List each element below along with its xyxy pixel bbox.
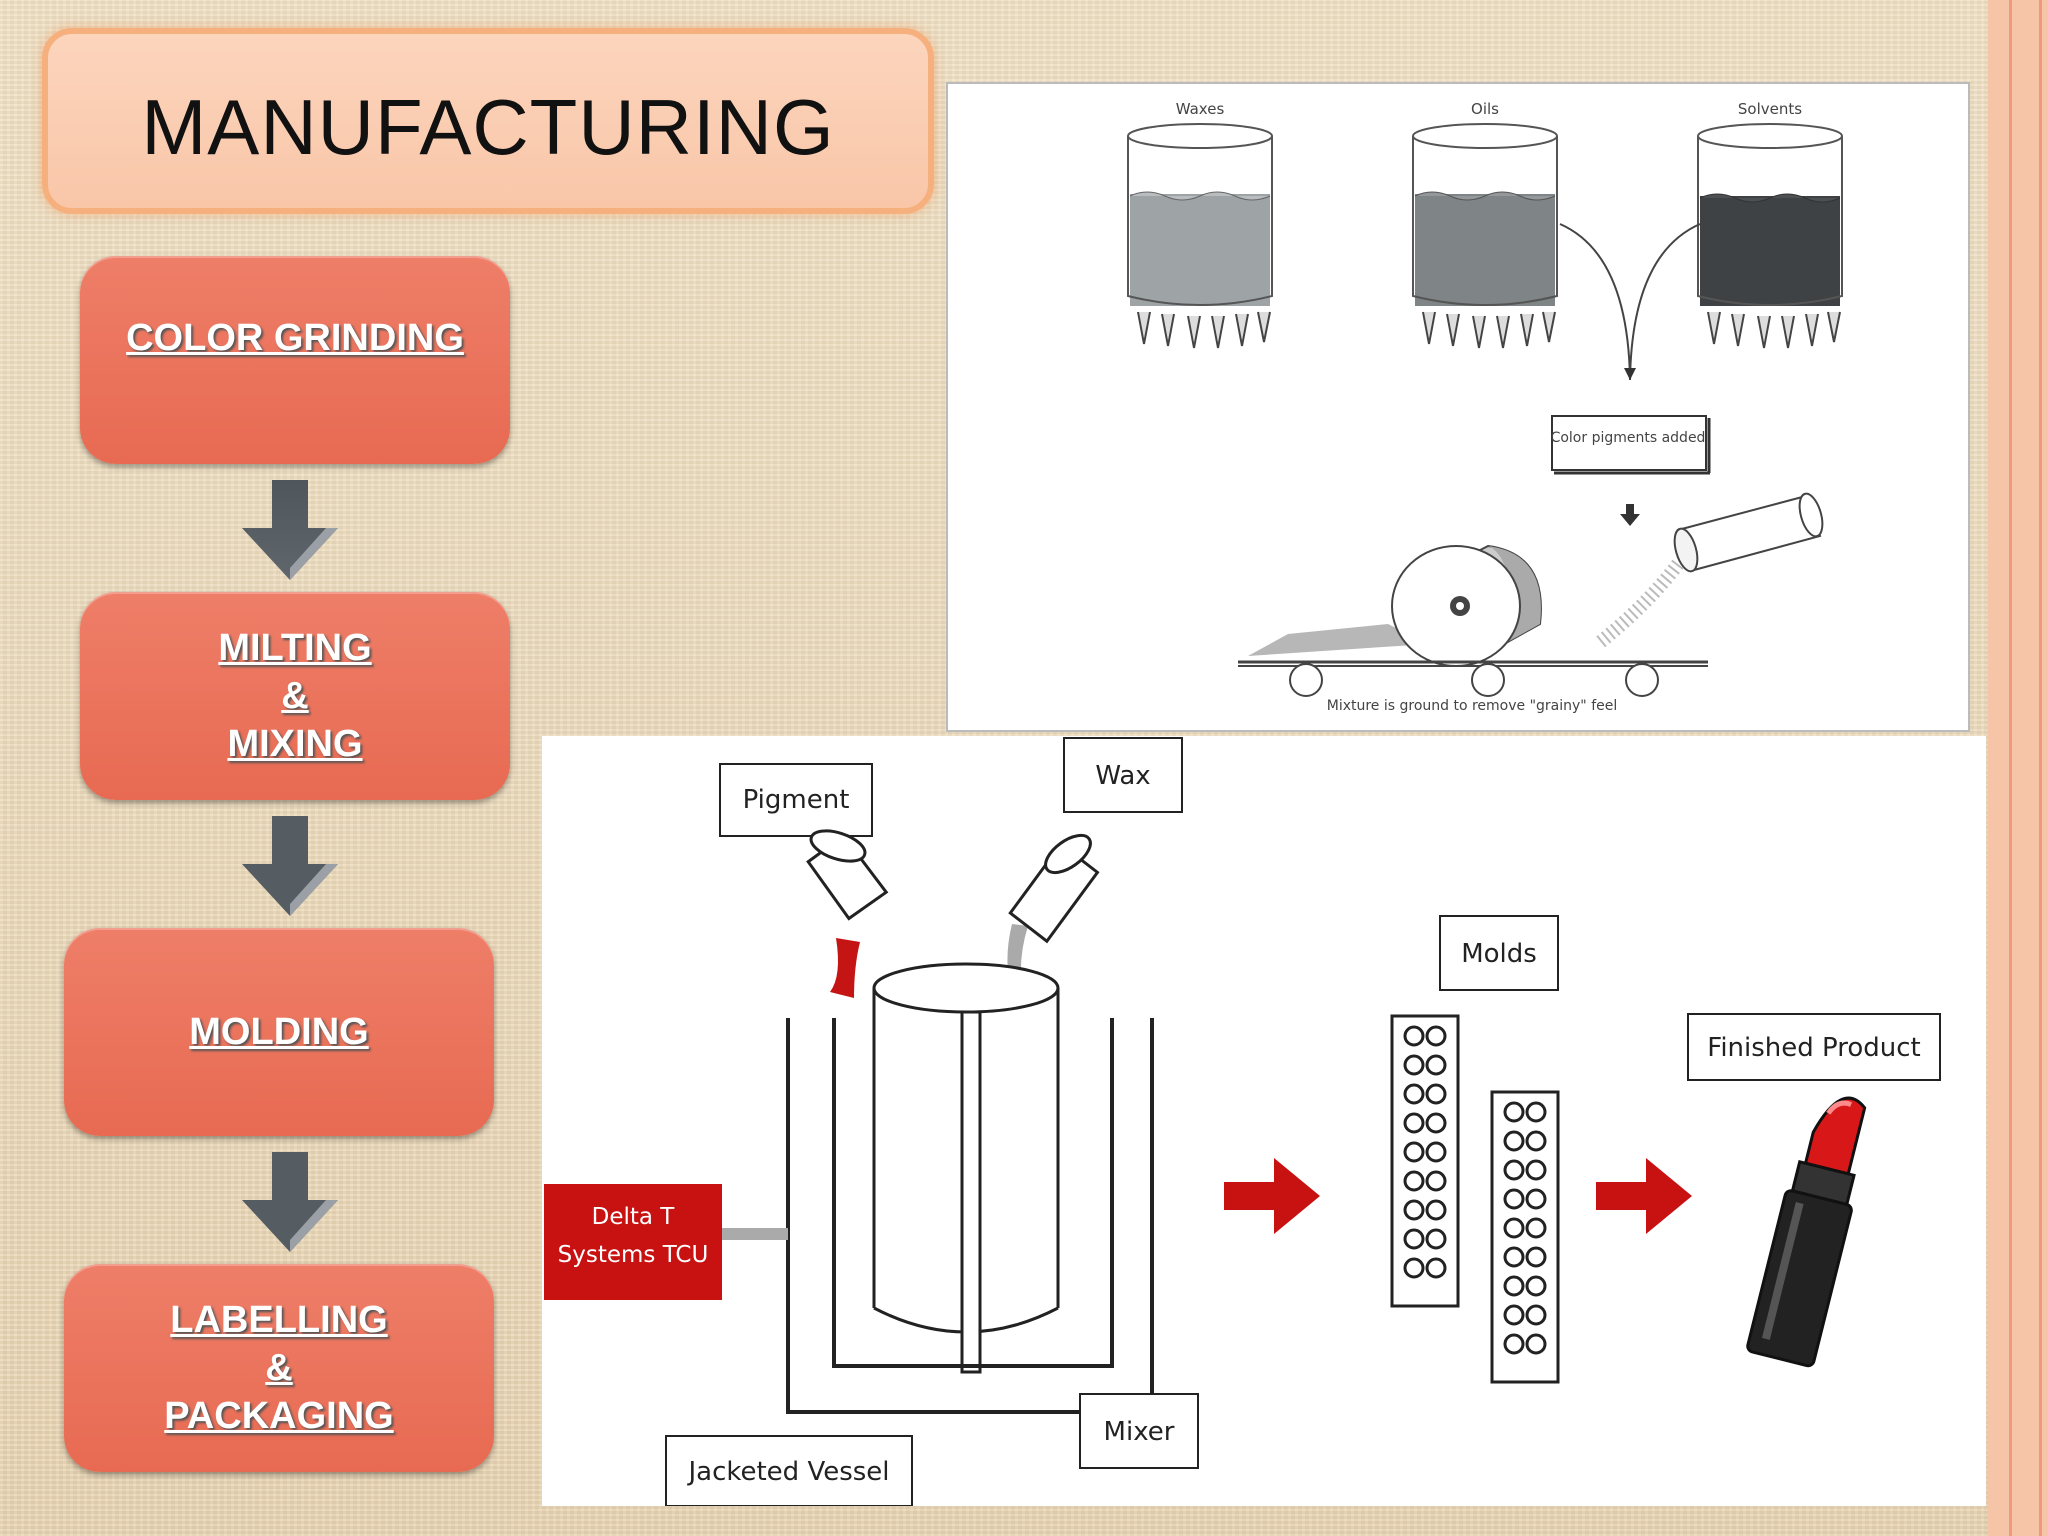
mold-tray	[1490, 1090, 1560, 1384]
step-labelling-packaging: LABELLING & PACKAGING	[64, 1264, 494, 1472]
step-color-grinding: COLOR GRINDING	[80, 256, 510, 464]
mold-cavity	[1403, 1025, 1425, 1047]
wax-label-box: Wax	[1063, 737, 1183, 813]
mold-cavity	[1425, 1141, 1447, 1163]
container-label-oils: Oils	[1471, 100, 1499, 118]
mold-cavity	[1525, 1304, 1547, 1326]
down-arrow-icon	[242, 480, 338, 580]
wax-cup	[1007, 833, 1100, 988]
right-edge-band	[1988, 0, 2048, 1536]
mold-cavity	[1525, 1159, 1547, 1181]
finished-product-label: Finished Product	[1707, 1033, 1921, 1063]
down-arrow-icon	[242, 1152, 338, 1252]
process-diagram-svg: Pigment Wax	[544, 737, 1941, 1507]
mold-cavity	[1503, 1188, 1525, 1210]
jacketed-vessel-drawing	[786, 962, 1162, 1414]
mold-cavity	[1503, 1101, 1525, 1123]
conveyor	[1238, 660, 1708, 697]
pigment-note-box: Color pigments added	[1551, 415, 1711, 475]
beaker-waxes	[1127, 123, 1273, 349]
grinding-diagram: Waxes Oils Solvents	[946, 82, 1970, 732]
mold-cavity	[1503, 1246, 1525, 1268]
molds-label: Molds	[1461, 939, 1537, 969]
powder-stream	[1593, 559, 1684, 650]
beaker-oils	[1412, 123, 1558, 349]
down-arrow-icon	[242, 816, 338, 916]
mold-cavity	[1503, 1217, 1525, 1239]
mixer-label: Mixer	[1104, 1417, 1175, 1447]
grinding-roller	[1248, 544, 1542, 667]
step-label: MILTING & MIXING	[218, 627, 372, 765]
grinding-diagram-svg: Waxes Oils Solvents	[1127, 100, 1843, 714]
molds-label-box: Molds	[1439, 915, 1559, 991]
mold-cavity	[1403, 1083, 1425, 1105]
tcu-box: Delta T Systems TCU	[544, 1184, 788, 1300]
mold-cavity	[1425, 1199, 1447, 1221]
pigment-label: Pigment	[743, 785, 850, 815]
mold-cavity	[1525, 1188, 1547, 1210]
pigment-note-text: Color pigments added	[1551, 430, 1706, 446]
mold-cavity	[1503, 1304, 1525, 1326]
mold-cavity	[1425, 1083, 1447, 1105]
process-diagram: Pigment Wax	[542, 736, 1986, 1507]
mold-cavity	[1503, 1130, 1525, 1152]
mold-cavity	[1525, 1275, 1547, 1297]
pigment-cup	[806, 829, 889, 998]
mold-cavity	[1425, 1025, 1447, 1047]
jacketed-vessel-label-box: Jacketed Vessel	[665, 1435, 913, 1507]
title-box: MANUFACTURING	[42, 28, 934, 214]
step-label: LABELLING & PACKAGING	[164, 1299, 394, 1437]
step-melting-mixing: MILTING & MIXING	[80, 592, 510, 800]
beaker-solvents	[1697, 123, 1843, 349]
red-arrow-icon	[1596, 1158, 1692, 1234]
mold-cavity	[1525, 1217, 1547, 1239]
small-down-arrow-icon	[1620, 504, 1640, 526]
mold-cavity	[1525, 1333, 1547, 1355]
mold-cavity	[1425, 1257, 1447, 1279]
mixer-label-box: Mixer	[1079, 1393, 1199, 1469]
page-title: MANUFACTURING	[141, 83, 835, 171]
step-molding: MOLDING	[64, 928, 494, 1136]
mold-cavity	[1425, 1170, 1447, 1192]
step-label: MOLDING	[189, 1011, 369, 1053]
mold-cavity	[1503, 1275, 1525, 1297]
container-label-waxes: Waxes	[1176, 100, 1225, 118]
mold-cavity	[1525, 1101, 1547, 1123]
mold-cavity	[1403, 1112, 1425, 1134]
mold-cavity	[1403, 1228, 1425, 1250]
tcu-label-line1: Delta T	[592, 1204, 676, 1230]
grinding-caption: Mixture is ground to remove "grainy" fee…	[1327, 698, 1618, 714]
mold-cavity	[1525, 1130, 1547, 1152]
container-label-solvents: Solvents	[1738, 100, 1802, 118]
mold-tray	[1390, 1014, 1460, 1308]
wax-label: Wax	[1095, 761, 1150, 791]
mold-cavity	[1503, 1333, 1525, 1355]
step-label: COLOR GRINDING	[126, 317, 464, 359]
mold-cavity	[1425, 1054, 1447, 1076]
mold-cavity	[1403, 1199, 1425, 1221]
right-edge-line	[2009, 0, 2012, 1536]
pouring-can	[1673, 492, 1824, 573]
mold-cavity	[1403, 1257, 1425, 1279]
mold-cavity	[1403, 1170, 1425, 1192]
tcu-label-line2: Systems TCU	[558, 1242, 709, 1268]
mold-cavity	[1403, 1054, 1425, 1076]
lipstick-icon	[1746, 1096, 1867, 1368]
mold-cavity	[1425, 1112, 1447, 1134]
jacketed-vessel-label: Jacketed Vessel	[686, 1457, 889, 1487]
mold-cavity	[1503, 1159, 1525, 1181]
red-arrow-icon	[1224, 1158, 1320, 1234]
mold-cavity	[1425, 1228, 1447, 1250]
mold-cavity	[1525, 1246, 1547, 1268]
right-edge-line-outer	[2039, 0, 2042, 1536]
mold-cavity	[1403, 1141, 1425, 1163]
pigment-label-box: Pigment	[719, 763, 873, 837]
finished-product-label-box: Finished Product	[1687, 1013, 1941, 1081]
